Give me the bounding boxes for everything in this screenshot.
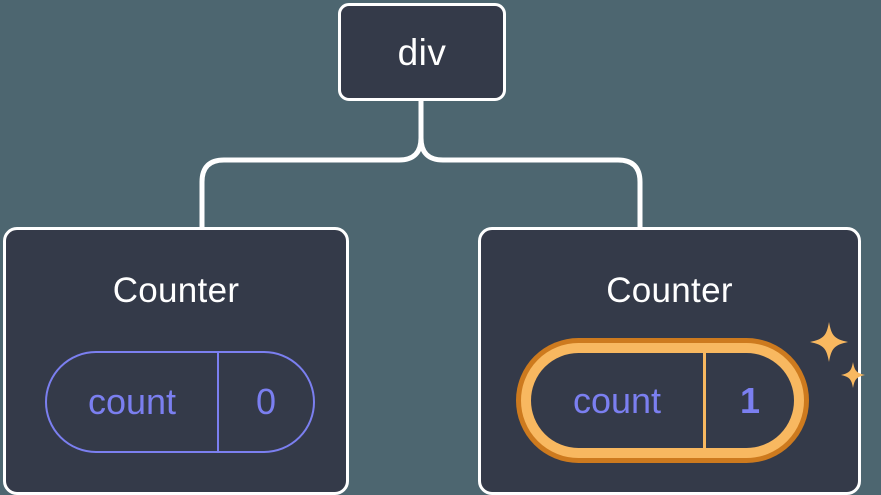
connector-left-branch xyxy=(199,98,424,230)
node-div[interactable]: div xyxy=(338,3,506,101)
sparkle-small-icon xyxy=(841,362,865,388)
sparkle-icon xyxy=(810,322,848,362)
sparkle-group xyxy=(810,322,865,388)
state-value-label: 0 xyxy=(255,381,277,422)
connector-right-branch xyxy=(418,98,643,230)
node-counter-right[interactable]: Counter count 1 xyxy=(478,227,865,495)
state-pill-count-0[interactable]: count 0 xyxy=(45,351,315,453)
state-value-label: 1 xyxy=(739,379,761,421)
node-div-label: div xyxy=(397,31,447,73)
state-key-label: count xyxy=(47,353,219,451)
state-key-label: count xyxy=(531,353,706,448)
node-counter-left[interactable]: Counter count 0 xyxy=(3,227,349,495)
state-pill-count-1-highlighted[interactable]: count 1 xyxy=(521,343,804,458)
node-counter-left-title: Counter xyxy=(112,271,240,310)
node-counter-right-title: Counter xyxy=(606,271,733,310)
